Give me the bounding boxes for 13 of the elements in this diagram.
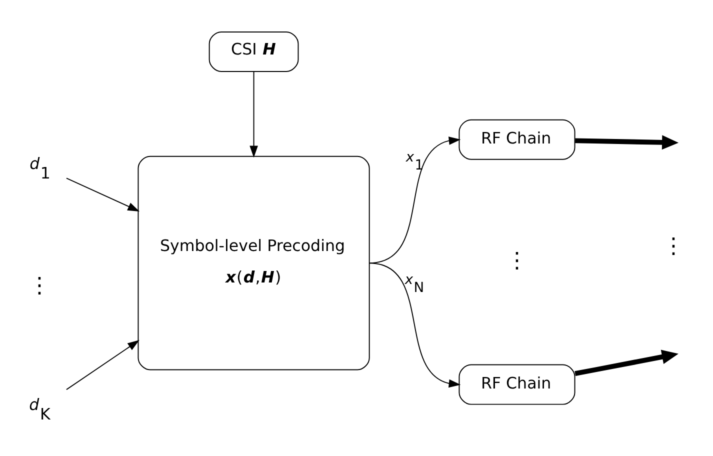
node-box: Symbol-level Precoding x(d,H): [138, 155, 370, 370]
arrow: [66, 177, 140, 211]
label: ⋮: [28, 272, 50, 298]
arrow: [575, 134, 679, 150]
arrow: [574, 349, 678, 376]
node-box: CSI H: [208, 30, 299, 72]
label: ⋮: [662, 233, 684, 258]
node-box: RF Chain: [458, 364, 576, 404]
label: ⋮: [506, 248, 528, 274]
node-box: RF Chain: [458, 118, 576, 160]
arrow: [368, 262, 461, 388]
arrow: [250, 70, 258, 158]
arrow: [66, 340, 140, 390]
